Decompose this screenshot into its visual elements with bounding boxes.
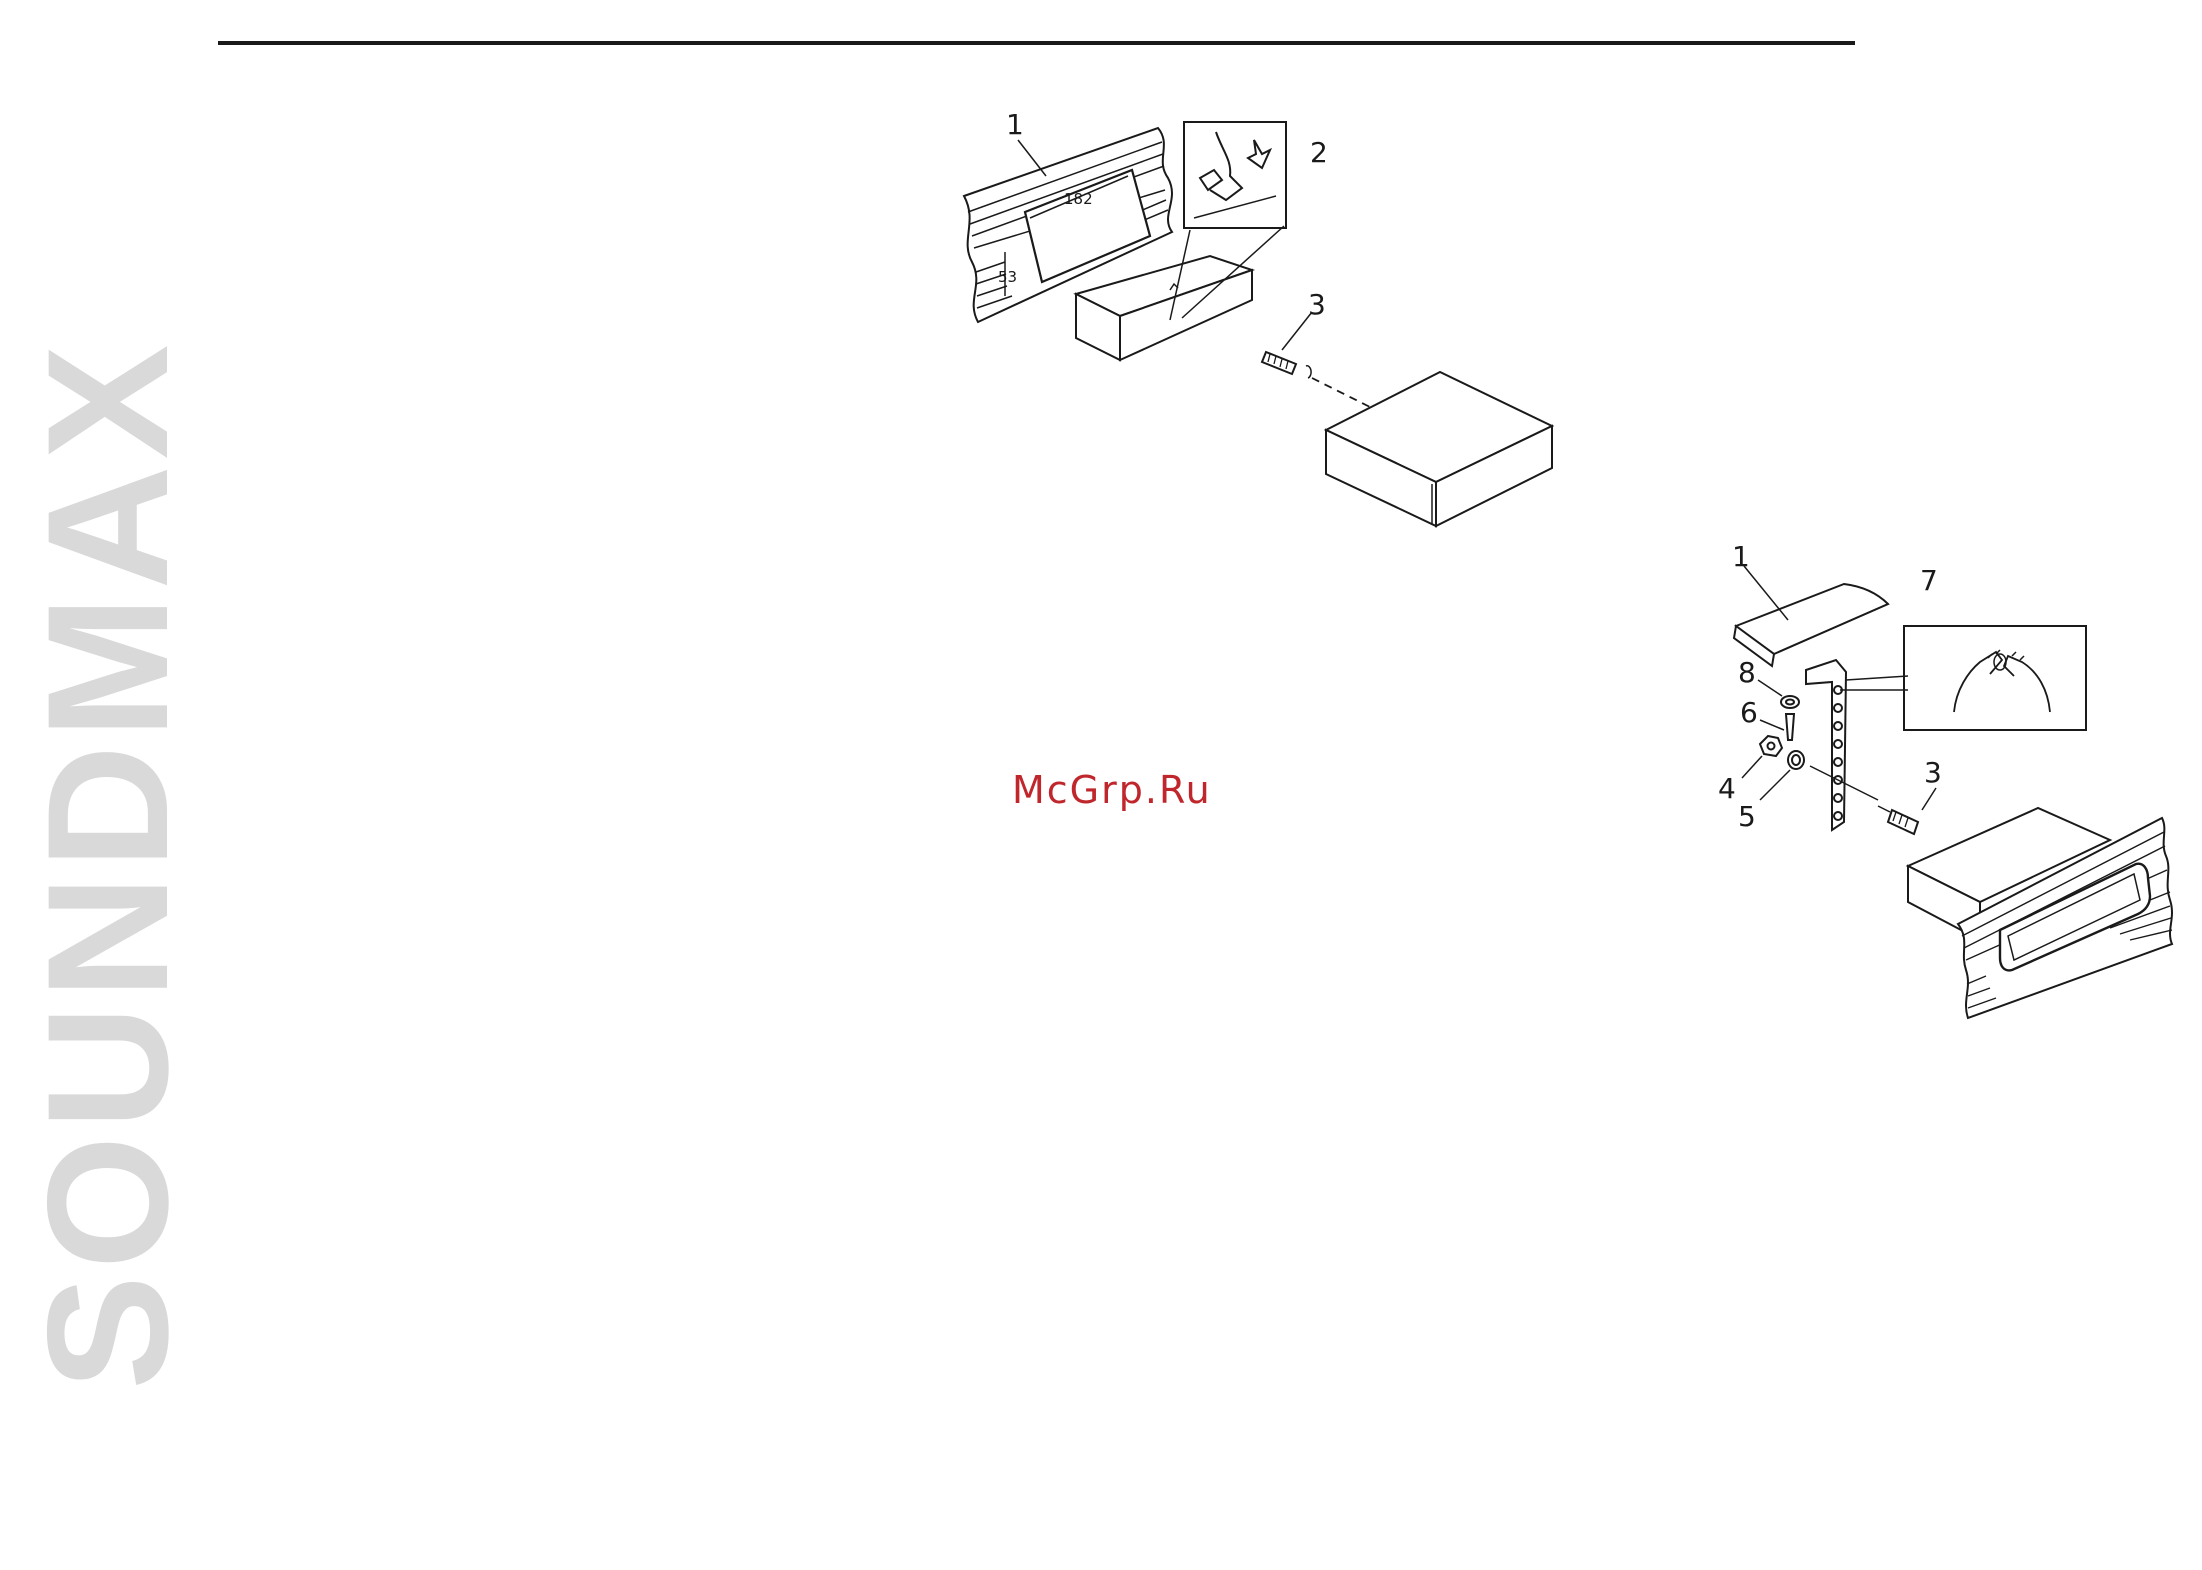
- head-unit-box: [1326, 372, 1552, 526]
- dimension-height: 53: [998, 268, 1017, 286]
- callout-3-bottom: 3: [1924, 756, 1942, 789]
- callout-7: 7: [1920, 564, 1938, 597]
- callout-1: 1: [1006, 108, 1024, 141]
- rear-bolt: [1878, 806, 1918, 834]
- callout-5: 5: [1738, 800, 1756, 833]
- diagram-bracket-mounting: [1734, 566, 2172, 1018]
- perforated-bracket: [1806, 660, 1908, 830]
- mounting-sleeve: [1076, 256, 1252, 360]
- diagram-din-mounting: [964, 122, 1552, 526]
- nut-part: [1760, 736, 1782, 756]
- head-unit-in-dash: [1908, 808, 2172, 1018]
- callout-6: 6: [1740, 696, 1758, 729]
- threaded-bolt: [1262, 352, 1380, 412]
- callout-8: 8: [1738, 656, 1756, 689]
- spring-washer-part: [1788, 751, 1804, 769]
- cover-panel: [1734, 584, 1888, 666]
- callout-4: 4: [1718, 772, 1736, 805]
- dimension-width: 182: [1064, 190, 1093, 208]
- callout-3: 3: [1308, 288, 1326, 321]
- washer-part: [1781, 696, 1799, 708]
- screw-part: [1786, 714, 1794, 740]
- hands-inset: [1904, 626, 2086, 730]
- callout-1-bottom: 1: [1732, 540, 1750, 573]
- callout-2: 2: [1310, 136, 1328, 169]
